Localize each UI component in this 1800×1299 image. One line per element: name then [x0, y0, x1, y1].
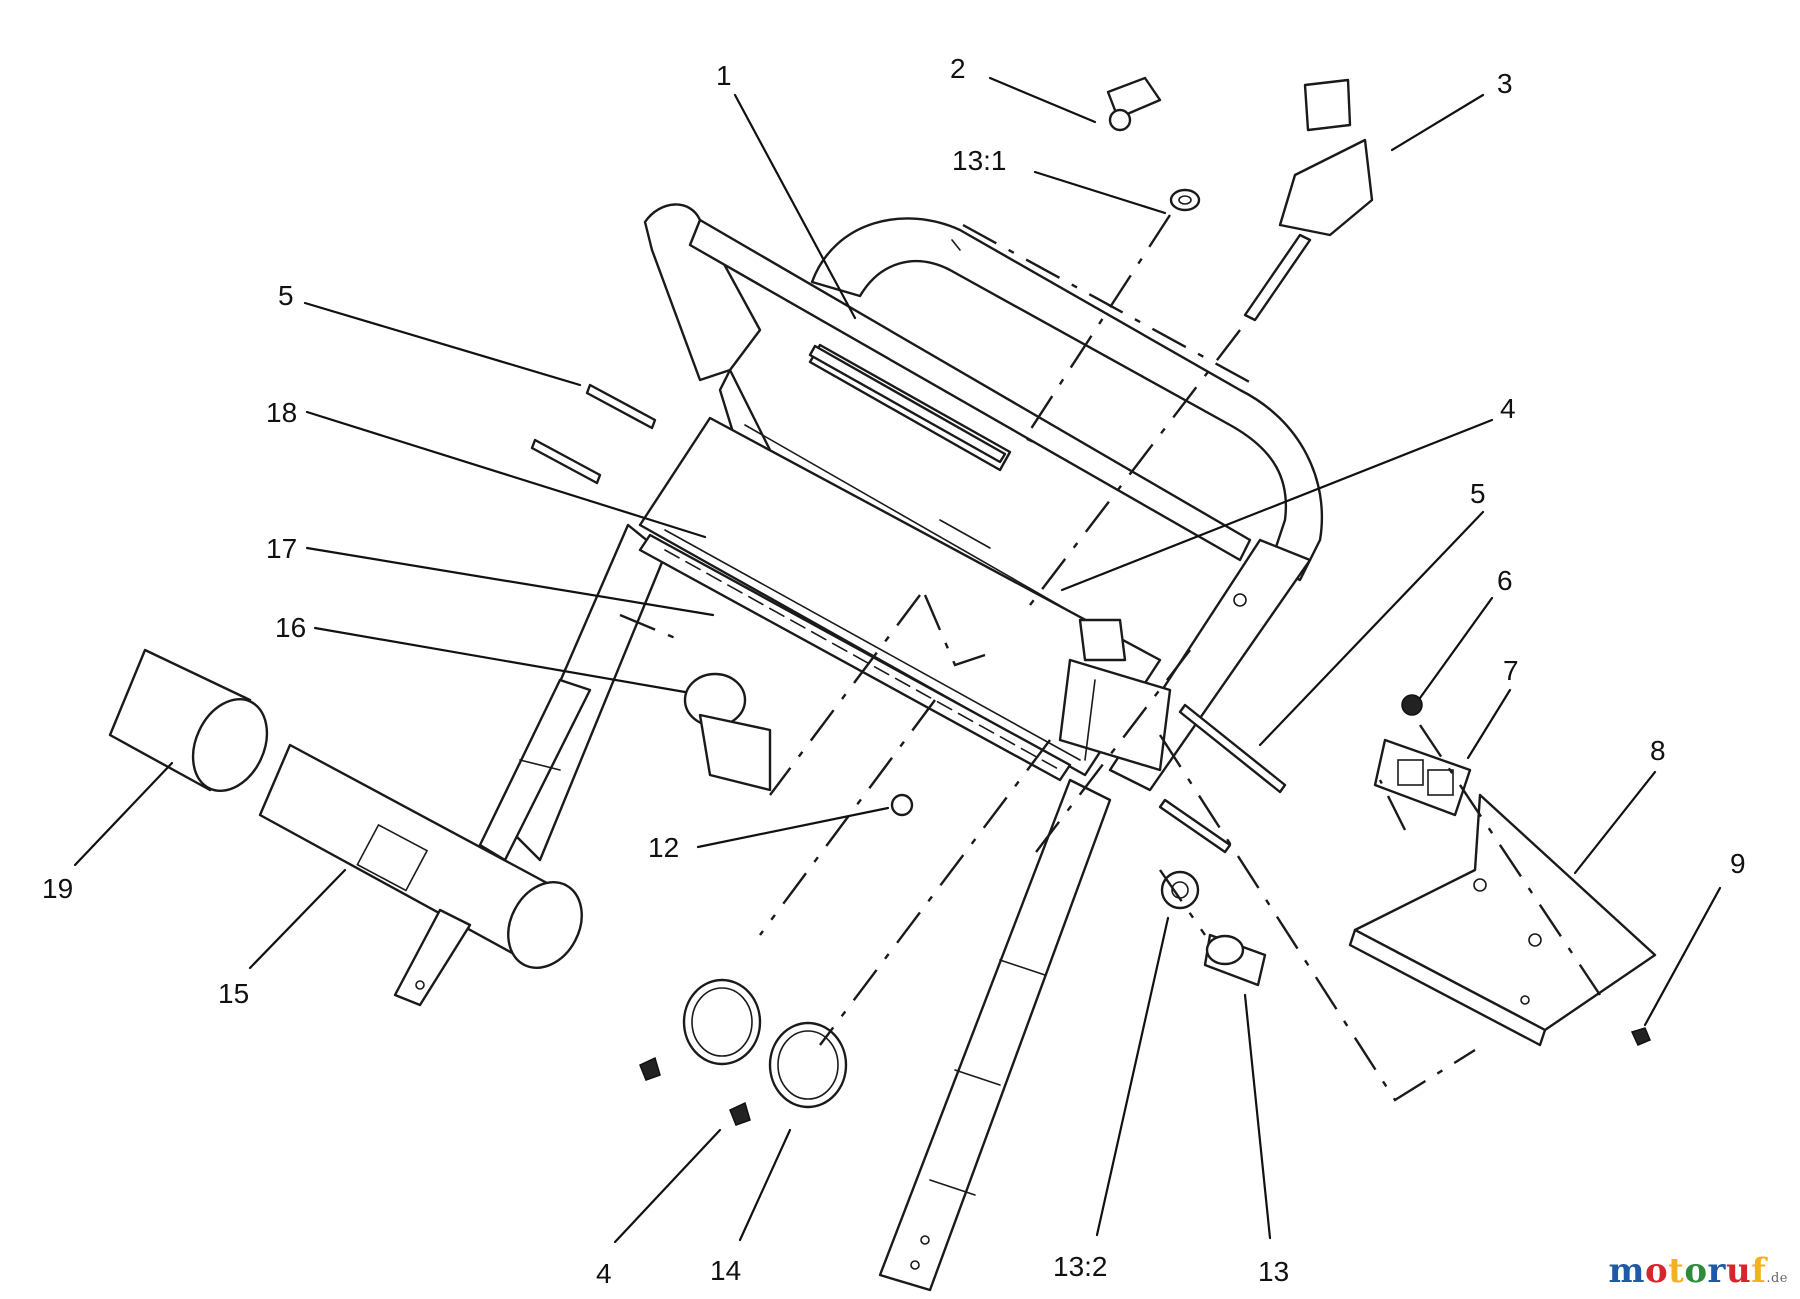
- watermark-letter-o: o: [1644, 1251, 1669, 1291]
- nut: [890, 793, 914, 817]
- callout-7: 7: [1503, 655, 1519, 686]
- leader-19: [73, 761, 174, 867]
- watermark-letter-r: r: [1707, 1251, 1726, 1291]
- callout-8: 8: [1650, 735, 1666, 766]
- leader-4b: [613, 1128, 722, 1244]
- callout-15: 15: [218, 978, 249, 1009]
- hose-clamp-right: [768, 1021, 848, 1109]
- hose-clamp-left: [682, 978, 762, 1066]
- upper-handle-left: [643, 203, 762, 382]
- shift-lever: [1078, 618, 1127, 662]
- leader-5a: [303, 301, 582, 387]
- callout-2: 2: [950, 53, 966, 84]
- leader-6: [1418, 596, 1494, 700]
- callout-19: 19: [42, 873, 73, 904]
- leader-16: [313, 626, 687, 694]
- callout-4-upper: 4: [1500, 393, 1516, 424]
- callout-13-1: 13:1: [952, 145, 1007, 176]
- console-panel: [638, 416, 1162, 777]
- callout-5-upper: 5: [278, 280, 294, 311]
- leader-17: [305, 546, 715, 617]
- bolt-upper-left: [585, 383, 657, 430]
- leader-12: [696, 806, 890, 849]
- leader-18: [305, 410, 707, 539]
- callout-13-2: 13:2: [1053, 1251, 1108, 1282]
- callout-12: 12: [648, 832, 679, 863]
- callout-3: 3: [1497, 68, 1513, 99]
- callout-1: 1: [716, 60, 732, 91]
- key-switch: [1106, 76, 1162, 120]
- leader-7: [1466, 688, 1512, 760]
- leader-4a: [1060, 418, 1494, 592]
- lower-handle-right: [878, 778, 1112, 1292]
- leader-13-1: [1033, 170, 1167, 215]
- leader-14: [738, 1128, 792, 1242]
- relay-nut: [1401, 694, 1423, 716]
- leader-8: [1573, 770, 1657, 875]
- watermark-letter-o2: o: [1684, 1251, 1708, 1291]
- guide-line-top: [962, 223, 1256, 387]
- screw-lower-left: [639, 1056, 661, 1081]
- decal: [808, 344, 1007, 464]
- watermark-letter-m: m: [1608, 1251, 1645, 1291]
- callout-14: 14: [710, 1255, 741, 1286]
- watermark-letter-u: u: [1725, 1251, 1752, 1291]
- leader-5b: [1258, 510, 1485, 747]
- leader-13: [1243, 993, 1272, 1240]
- callout-4-lower: 4: [596, 1258, 612, 1289]
- leader-13-2: [1095, 916, 1170, 1237]
- upper-handle-loop: [810, 217, 1324, 582]
- callout-9: 9: [1730, 848, 1746, 879]
- control-lever: [1303, 78, 1352, 132]
- console-rail: [638, 533, 1072, 782]
- leader-9: [1643, 886, 1722, 1027]
- callout-6: 6: [1497, 565, 1513, 596]
- switch-nut: [1169, 188, 1201, 212]
- lock-washer: [1160, 870, 1200, 910]
- motoruf-watermark-logo: motoruf.de: [1608, 1251, 1788, 1291]
- callout-16: 16: [275, 612, 306, 643]
- leader-3: [1390, 93, 1485, 152]
- leader-1: [733, 93, 857, 320]
- bolt-lower-left: [530, 438, 602, 485]
- screw-lower-right: [729, 1101, 751, 1126]
- callout-5-right: 5: [1470, 478, 1486, 509]
- leader-15: [248, 868, 347, 970]
- callout-13: 13: [1258, 1256, 1289, 1287]
- leader-2: [988, 76, 1097, 124]
- callout-17: 17: [266, 533, 297, 564]
- bolt-right: [1178, 703, 1287, 794]
- callout-18: 18: [266, 397, 297, 428]
- watermark-letter-f: f: [1751, 1251, 1767, 1291]
- watermark-suffix: .de: [1766, 1271, 1788, 1286]
- bracket-nut: [1630, 1027, 1651, 1046]
- watermark-letter-t: t: [1668, 1251, 1685, 1291]
